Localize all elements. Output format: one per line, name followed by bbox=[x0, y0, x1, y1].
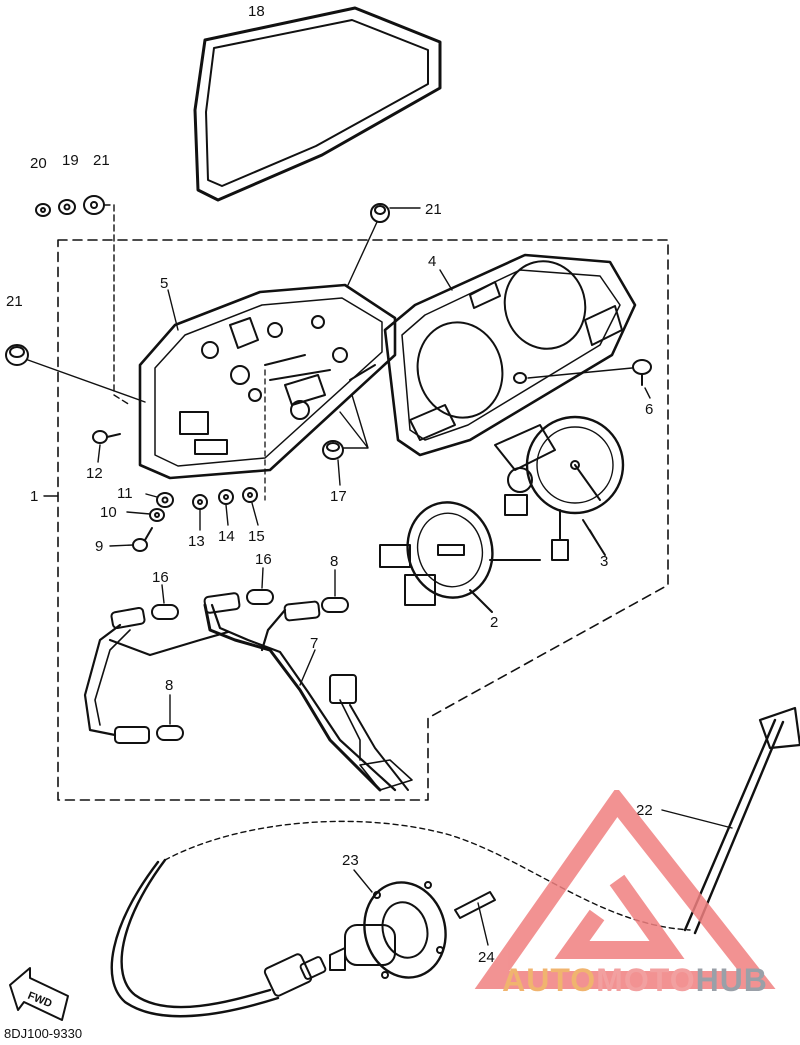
callout-10: 10 bbox=[100, 504, 117, 521]
callout-15: 15 bbox=[248, 528, 265, 545]
leader-7 bbox=[299, 649, 316, 686]
callout-11: 11 bbox=[117, 485, 133, 502]
leader-24 bbox=[477, 902, 489, 946]
leader-22 bbox=[661, 809, 733, 829]
drawing-code: 8DJ100-9330 bbox=[4, 1026, 83, 1041]
callout-12: 12 bbox=[86, 465, 103, 482]
leader-2 bbox=[479, 599, 493, 613]
callout-20: 20 bbox=[30, 155, 47, 172]
callout-24: 24 bbox=[478, 949, 495, 966]
part-21-grommet-top-right bbox=[370, 203, 390, 223]
callout-21-left: 21 bbox=[6, 293, 23, 310]
part-20-nut bbox=[35, 203, 51, 217]
watermark-hub: HUB bbox=[695, 962, 768, 998]
callout-14: 14 bbox=[218, 528, 235, 545]
logo-outer-triangle bbox=[474, 790, 776, 989]
part-10-washer bbox=[149, 508, 165, 522]
callout-2: 2 bbox=[490, 614, 498, 631]
callout-22: 22 bbox=[636, 802, 653, 819]
part-15-grommet bbox=[242, 487, 258, 503]
callout-21-top-left: 21 bbox=[93, 152, 110, 169]
watermark-auto: AUTO bbox=[502, 962, 597, 998]
part-3-tachometer bbox=[494, 415, 625, 561]
part-9-bolt bbox=[132, 527, 153, 552]
automotohub-logo bbox=[474, 790, 776, 989]
callout-1: 1 bbox=[30, 488, 38, 505]
leader-5 bbox=[167, 289, 179, 331]
callout-19: 19 bbox=[62, 152, 79, 169]
part-21-grommet-top-left bbox=[83, 195, 105, 215]
callout-7: 7 bbox=[310, 635, 318, 652]
callout-8-right: 8 bbox=[330, 553, 338, 570]
watermark-text: AUTOMOTOHUB bbox=[472, 962, 798, 999]
callout-17: 17 bbox=[330, 488, 347, 505]
socket-right bbox=[283, 600, 321, 622]
assembly-boundary bbox=[57, 239, 669, 801]
leader-21-left bbox=[27, 359, 146, 403]
bulb-8-bottom bbox=[156, 725, 184, 741]
leader-17-label bbox=[337, 459, 341, 486]
part-21-grommet-left bbox=[5, 344, 29, 366]
part-7-wire-harness bbox=[83, 603, 413, 792]
part-5-meter-case bbox=[138, 283, 397, 480]
leader-6b bbox=[644, 387, 651, 399]
socket-left bbox=[110, 606, 146, 630]
leader-17 bbox=[339, 394, 369, 449]
fwd-label: FWD bbox=[26, 990, 54, 1011]
leader-3 bbox=[589, 529, 604, 553]
leader-23 bbox=[353, 869, 373, 893]
callout-9: 9 bbox=[95, 538, 103, 555]
part-22-cable bbox=[110, 706, 800, 1018]
part-2-speedometer bbox=[379, 501, 541, 613]
watermark-moto: MOTO bbox=[596, 962, 696, 998]
part-18-gasket bbox=[193, 6, 442, 202]
leader-10 bbox=[126, 511, 151, 515]
callout-5: 5 bbox=[160, 275, 168, 292]
callout-13: 13 bbox=[188, 533, 205, 550]
leader-4 bbox=[439, 269, 453, 291]
bulb-8-right bbox=[321, 597, 349, 613]
callout-16-mid: 16 bbox=[255, 551, 272, 568]
logo-inner-mark bbox=[554, 874, 685, 959]
callout-16-left: 16 bbox=[152, 569, 169, 586]
part-24-pin bbox=[454, 891, 496, 919]
leader-16-mid bbox=[261, 567, 264, 589]
part-13-grommet bbox=[192, 494, 208, 510]
bulb-16-mid bbox=[246, 589, 274, 605]
callout-4: 4 bbox=[428, 253, 436, 270]
socket-mid bbox=[203, 592, 241, 614]
callout-18: 18 bbox=[248, 3, 265, 20]
part-14-grommet bbox=[218, 489, 234, 505]
socket-bottom bbox=[114, 726, 150, 744]
leader-21-down bbox=[347, 221, 378, 286]
part-19-washer bbox=[58, 199, 76, 215]
leader-21-dashed bbox=[103, 204, 131, 406]
part-12-screw bbox=[92, 430, 121, 444]
fwd-arrow-icon bbox=[9, 967, 69, 1021]
leader-9 bbox=[109, 544, 134, 547]
leader-15 bbox=[251, 502, 259, 526]
leader-16-left bbox=[161, 584, 165, 604]
part-11-nut bbox=[156, 492, 174, 508]
leader-12 bbox=[97, 444, 101, 463]
part-17-damper bbox=[322, 440, 344, 460]
part-23-gear-unit bbox=[329, 881, 447, 979]
callout-21-right: 21 bbox=[425, 201, 442, 218]
bulb-16-left bbox=[151, 604, 179, 620]
part-6-screw bbox=[513, 359, 652, 386]
leader-14 bbox=[225, 504, 229, 526]
leader-6 bbox=[527, 367, 633, 379]
callout-6: 6 bbox=[645, 401, 653, 418]
part-4-front-cover bbox=[383, 253, 637, 457]
callout-8-bottom: 8 bbox=[165, 677, 173, 694]
callout-23: 23 bbox=[342, 852, 359, 869]
callout-3: 3 bbox=[600, 553, 608, 570]
leader-11 bbox=[145, 493, 158, 498]
